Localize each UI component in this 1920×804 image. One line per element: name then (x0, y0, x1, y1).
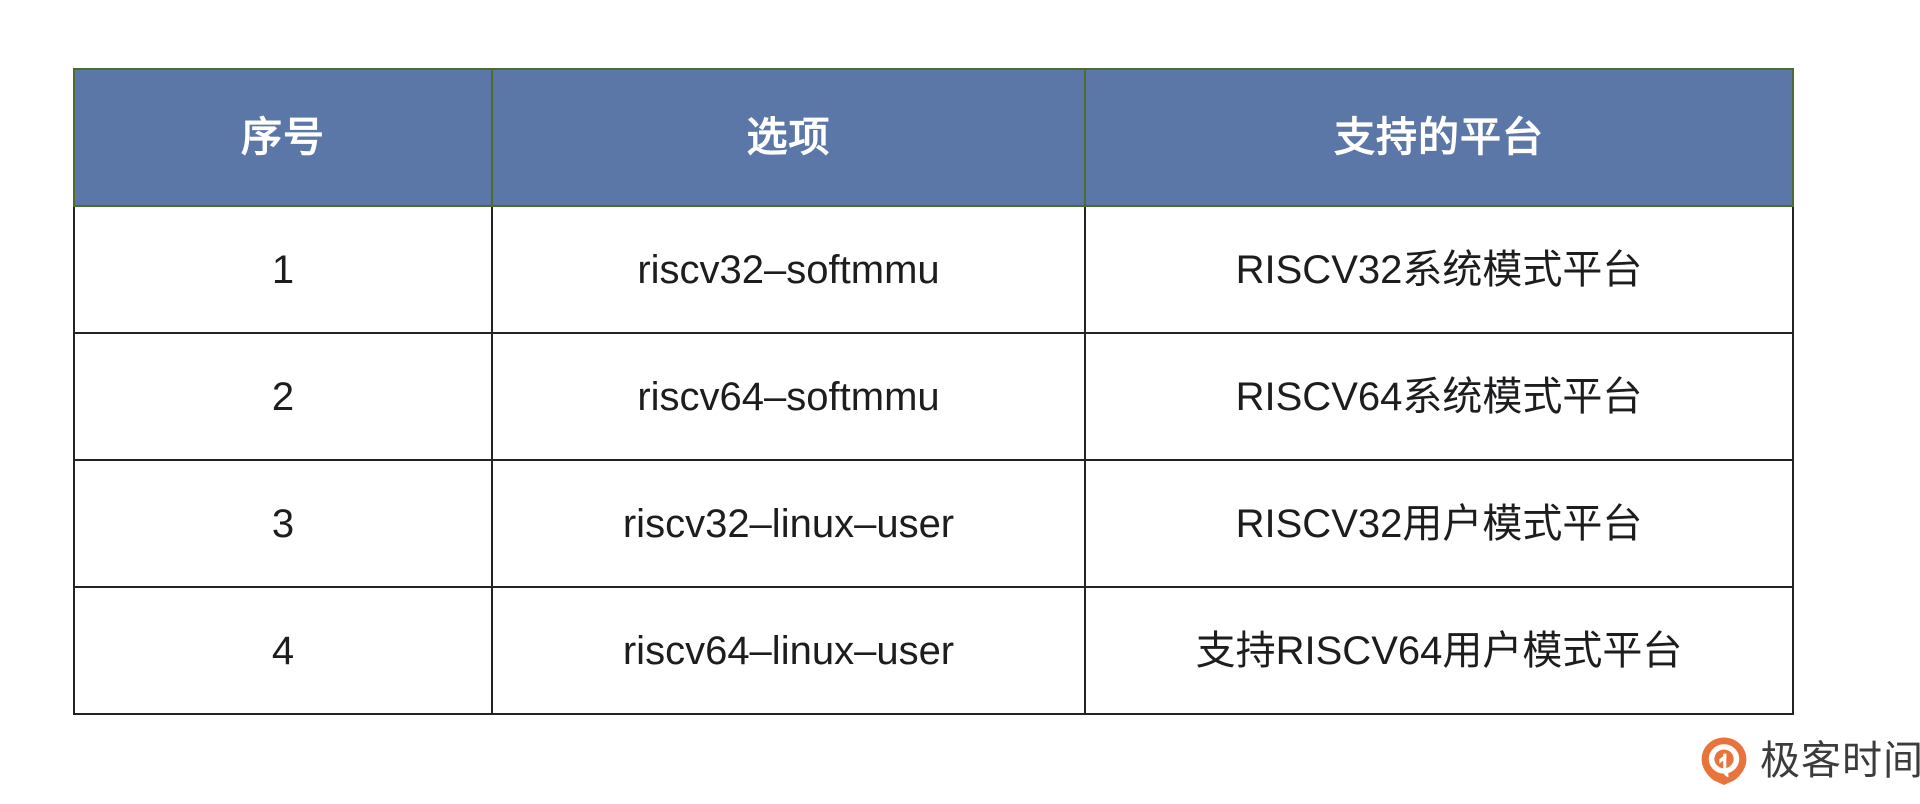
table-row: 4 riscv64–linux–user 支持RISCV64用户模式平台 (73, 586, 1794, 715)
geektime-pin-icon (1701, 737, 1747, 785)
cell-index: 4 (73, 586, 493, 715)
column-header-index: 序号 (73, 68, 493, 207)
cell-platform: RISCV32系统模式平台 (1084, 205, 1794, 334)
table-row: 1 riscv32–softmmu RISCV32系统模式平台 (73, 205, 1794, 334)
brand-watermark: 极客时间 (1700, 733, 1920, 789)
cell-index: 3 (73, 459, 493, 588)
brand-name: 极客时间 (1760, 739, 1920, 783)
table-row: 3 riscv32–linux–user RISCV32用户模式平台 (73, 459, 1794, 588)
cell-option: riscv64–linux–user (491, 586, 1086, 715)
cell-platform: 支持RISCV64用户模式平台 (1084, 586, 1794, 715)
column-header-platform: 支持的平台 (1084, 68, 1794, 207)
cell-index: 2 (73, 332, 493, 461)
table-header-row: 序号 选项 支持的平台 (73, 68, 1794, 207)
table-body: 1 riscv32–softmmu RISCV32系统模式平台 2 riscv6… (73, 205, 1794, 715)
cell-platform: RISCV32用户模式平台 (1084, 459, 1794, 588)
spec-table-container: 序号 选项 支持的平台 1 riscv32–softmmu RISCV32系统模… (73, 68, 1794, 715)
cell-index: 1 (73, 205, 493, 334)
cell-option: riscv32–softmmu (491, 205, 1086, 334)
cell-option: riscv32–linux–user (491, 459, 1086, 588)
column-header-option: 选项 (491, 68, 1086, 207)
riscv-target-table: 序号 选项 支持的平台 1 riscv32–softmmu RISCV32系统模… (73, 68, 1794, 715)
table-header: 序号 选项 支持的平台 (73, 68, 1794, 207)
table-row: 2 riscv64–softmmu RISCV64系统模式平台 (73, 332, 1794, 461)
cell-option: riscv64–softmmu (491, 332, 1086, 461)
cell-platform: RISCV64系统模式平台 (1084, 332, 1794, 461)
